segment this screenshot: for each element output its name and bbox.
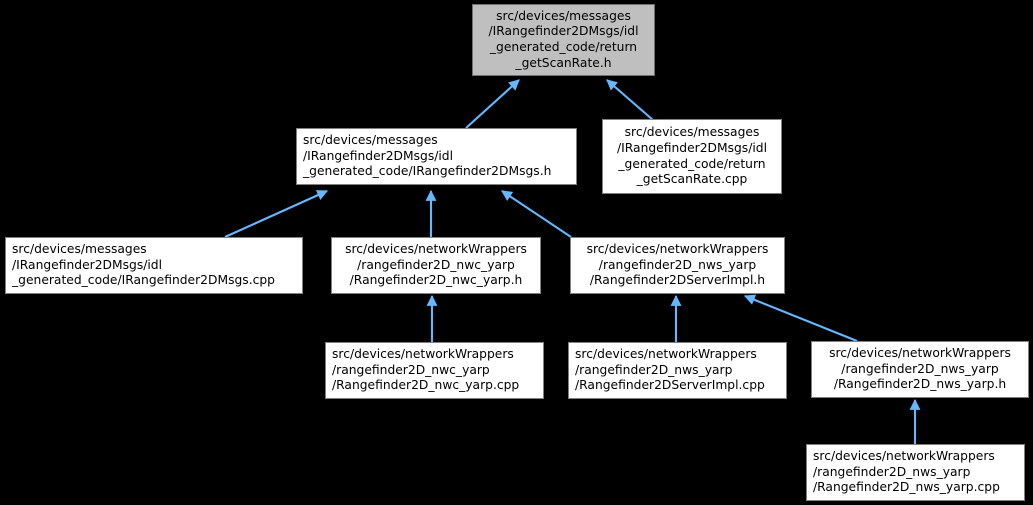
node-IRangefinder2DMsgs-h[interactable]: src/devices/messages /IRangefinder2DMsgs… [296, 128, 577, 185]
node-line: src/devices/networkWrappers [829, 346, 1011, 361]
node-line: _generated_code/return [618, 156, 766, 171]
node-line: /rangefinder2D_nws_yarp [841, 361, 999, 376]
node-line: src/devices/messages [624, 125, 760, 140]
node-line: src/devices/networkWrappers [813, 449, 995, 464]
node-line: /Rangefinder2DServerImpl.h [589, 273, 766, 288]
edge-scanrate-cpp-to-root [606, 79, 654, 121]
node-line: /Rangefinder2D_nws_yarp.h [833, 377, 1007, 392]
node-line: /IRangefinder2DMsgs/idl [488, 24, 639, 39]
node-line: /rangefinder2D_nws_yarp [813, 464, 971, 479]
node-line: _generated_code/IRangefinder2DMsgs.h [303, 164, 552, 179]
node-return-getScanRate-cpp[interactable]: src/devices/messages /IRangefinder2DMsgs… [602, 119, 782, 194]
node-line: /IRangefinder2DMsgs/idl [616, 140, 767, 155]
node-line: src/devices/messages [496, 8, 631, 23]
node-line: _generated_code/return [489, 40, 638, 54]
node-IRangefinder2DMsgs-cpp[interactable]: src/devices/messages /IRangefinder2DMsgs… [5, 237, 303, 294]
node-line: /rangefinder2D_nwc_yarp [332, 362, 490, 377]
node-return-getScanRate-h[interactable]: src/devices/messages /IRangefinder2DMsgs… [472, 4, 655, 76]
edge-msgs-h-to-root [465, 79, 520, 129]
node-line: /rangefinder2D_nws_yarp [598, 257, 757, 272]
node-line: /IRangefinder2DMsgs/idl [12, 257, 163, 272]
node-Rangefinder2D-nws-yarp-cpp[interactable]: src/devices/networkWrappers /rangefinder… [806, 444, 1025, 501]
node-line: src/devices/networkWrappers [586, 242, 769, 257]
node-line: /Rangefinder2D_nwc_yarp.cpp [332, 378, 520, 393]
node-line: /rangefinder2D_nws_yarp [575, 362, 733, 377]
node-line: src/devices/messages [12, 242, 147, 257]
node-Rangefinder2DServerImpl-h[interactable]: src/devices/networkWrappers /rangefinder… [570, 237, 785, 294]
node-line: src/devices/networkWrappers [332, 347, 514, 362]
node-line: /Rangefinder2D_nwc_yarp.h [349, 273, 523, 288]
node-line: /rangefinder2D_nwc_yarp [357, 257, 515, 272]
node-line: _generated_code/IRangefinder2DMsgs.cpp [12, 273, 275, 288]
node-line: /Rangefinder2D_nws_yarp.cpp [813, 480, 1000, 495]
node-line: src/devices/networkWrappers [345, 242, 527, 257]
node-Rangefinder2D-nwc-yarp-cpp[interactable]: src/devices/networkWrappers /rangefinder… [325, 342, 544, 399]
node-line: _getScanRate.cpp [636, 172, 748, 187]
node-line: _getScanRate.h [515, 55, 612, 70]
edge-nws-h-to-serverimpl-h [743, 294, 858, 342]
edge-serverimpl-h-to-msgs-h [501, 190, 572, 238]
node-line: src/devices/networkWrappers [575, 347, 757, 362]
node-line: /Rangefinder2DServerImpl.cpp [575, 378, 765, 393]
node-line: /IRangefinder2DMsgs/idl [303, 148, 454, 163]
node-Rangefinder2D-nwc-yarp-h[interactable]: src/devices/networkWrappers /rangefinder… [331, 237, 541, 294]
edge-msgs-cpp-to-msgs-h [224, 190, 328, 238]
node-Rangefinder2D-nws-yarp-h[interactable]: src/devices/networkWrappers /rangefinder… [811, 341, 1029, 398]
node-Rangefinder2DServerImpl-cpp[interactable]: src/devices/networkWrappers /rangefinder… [568, 342, 787, 399]
node-line: src/devices/messages [303, 133, 438, 148]
